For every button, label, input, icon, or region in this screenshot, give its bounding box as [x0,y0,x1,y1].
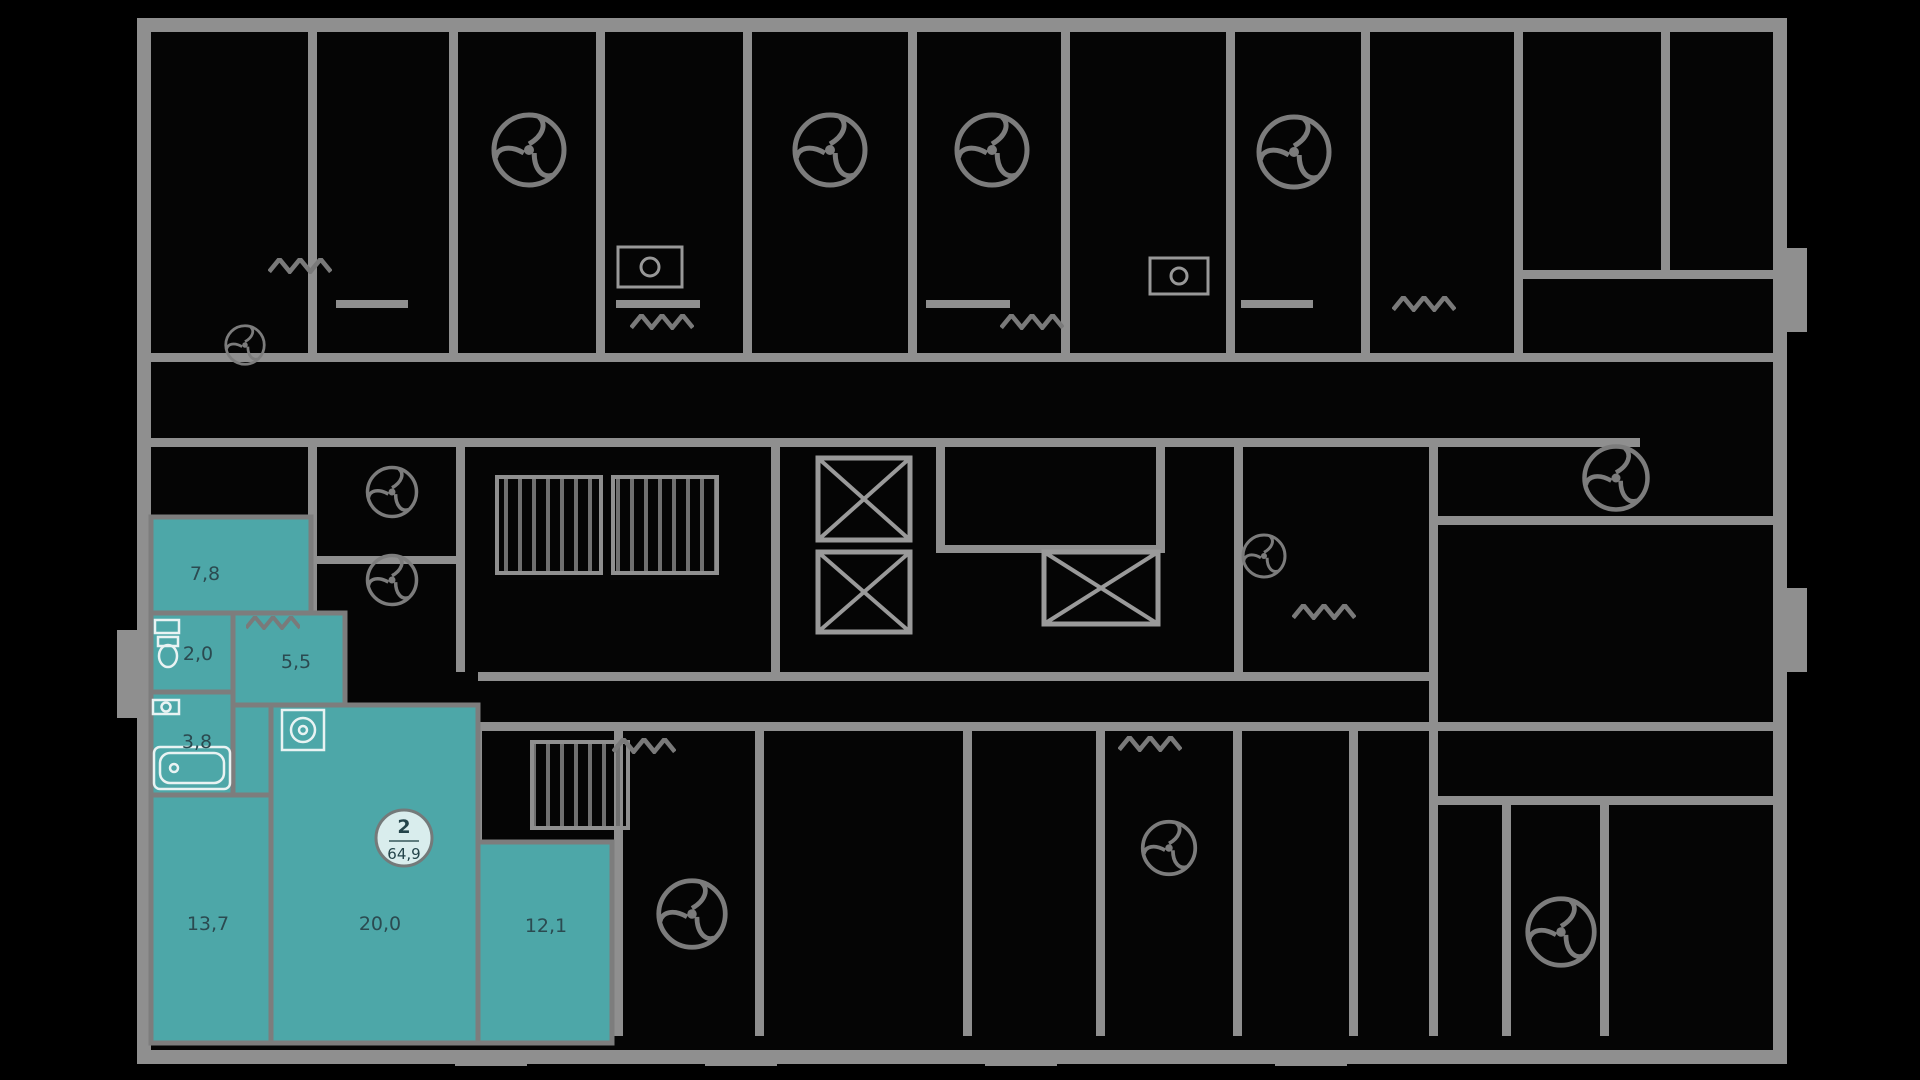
apartment-badge: 2 64,9 [374,808,434,868]
wall-segment [1234,447,1243,672]
wall-segment [478,722,1773,731]
area-label-living: 20,0 [359,913,401,935]
toilet-icon [156,635,180,669]
wall-segment [1156,447,1165,545]
kitchen-counter-icon [616,245,684,289]
wall-segment [1429,447,1438,1036]
wall-segment [616,300,700,308]
wall-segment [151,438,1640,447]
wall-segment [1233,731,1242,1036]
wall-segment [1226,32,1235,353]
area-label-bathroom: 3,8 [182,731,212,753]
wall-segment [308,32,317,353]
room-hall-connector [230,702,274,798]
balcony-tab [1787,248,1807,332]
wall-segment [478,672,1433,681]
elevator-icon [1041,549,1161,627]
elevator-icon [815,549,913,635]
wall-segment [1514,32,1523,353]
area-label-hallway: 5,5 [281,651,311,673]
washing-machine-icon [280,708,326,752]
wall-segment [926,300,1010,308]
wall-segment [1061,32,1070,353]
threshold-tab [1275,1052,1347,1066]
wall-segment [308,556,456,564]
wall-segment [596,32,605,353]
room-7-8 [148,514,314,616]
wall-segment [908,32,917,353]
wall-segment [1096,731,1105,1036]
balcony-tab [117,630,137,718]
threshold-tab [705,1052,777,1066]
wall-segment [1600,800,1609,1036]
wall-segment [336,300,408,308]
wall-segment [755,731,764,1036]
room-bathroom [148,689,236,798]
wall-segment [1514,270,1773,279]
wall-segment [1661,32,1670,270]
room-bedroom [148,792,274,1046]
wall-segment [1502,800,1511,1036]
wall-segment [456,447,465,672]
area-label-room-7-8: 7,8 [190,563,220,585]
selected-apartment[interactable]: 7,8 2,0 5,5 3,8 13,7 20,0 12,1 2 64,9 [148,514,615,1046]
kitchen-counter-icon [1148,256,1210,296]
room-living [268,702,481,1046]
staircase [495,475,603,575]
badge-rooms-count: 2 [397,816,410,838]
wall-segment [1433,516,1773,525]
elevator-icon [815,455,913,543]
staircase [611,475,719,575]
threshold-tab [985,1052,1057,1066]
wall-segment [936,447,945,545]
badge-total-area: 64,9 [387,845,420,863]
area-label-bedroom: 13,7 [187,913,229,935]
sink-icon [151,698,181,716]
wall-segment [1349,731,1358,1036]
wall-segment [743,32,752,353]
area-label-room-12-1: 12,1 [525,915,567,937]
staircase [530,740,630,830]
badge-circle [374,808,434,868]
wall-segment [151,353,1773,362]
wall-segment [449,32,458,353]
wall-segment [963,731,972,1036]
wall-segment [1241,300,1313,308]
bathtub-icon [152,745,232,791]
wall-segment [936,545,1165,553]
wall-segment [1361,32,1370,353]
area-label-wc: 2,0 [183,643,213,665]
balcony-tab [1787,588,1807,672]
sink-icon [153,618,181,635]
wall-segment [614,731,623,1036]
threshold-tab [455,1052,527,1066]
wall-segment [771,447,780,672]
room-12-1 [475,839,615,1046]
